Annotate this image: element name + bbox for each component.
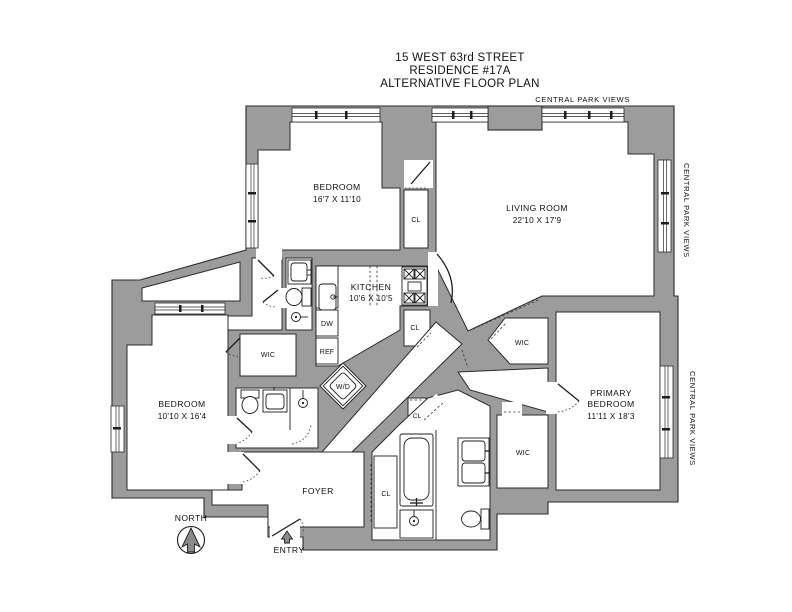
room-corridor [320,321,463,453]
windows [110,107,674,459]
opening-kitchen-living [428,252,438,306]
opening-bath-small [278,288,288,308]
room-wic-left [239,333,297,377]
toilet-bowl-icon [241,396,259,414]
entry-arrow-icon [280,530,294,544]
bathtub-icon [399,433,434,507]
room-wic-primary-top [487,317,549,365]
double-vanity-icon [457,437,490,487]
opening-bedroom-left-foyer [227,452,244,484]
vanity-sink-icon [287,259,312,285]
doors [225,161,580,537]
primary-bedroom-label-1: PRIMARY [590,388,632,398]
wic-primary-top-label: WIC [515,340,529,347]
north-label: NORTH [175,513,207,523]
closet-kitchen-label: CL [410,325,419,332]
opening-wic-primary-bottom [502,402,522,418]
bath-left-fixtures [240,387,312,445]
primary-bedroom-dims: 11'11 X 18'3 [587,412,635,421]
kitchen-dims: 10'6 X 10'5 [349,294,393,303]
dishwasher-box [315,309,339,337]
closet-bath-label: CL [413,413,422,420]
entry-label: ENTRY [274,545,305,555]
room-living [435,121,655,332]
exterior-notch [141,261,241,302]
dishwasher-label: DW [321,321,333,328]
primary-bedroom-label-2: BEDROOM [587,399,634,409]
room-primary-bedroom [555,311,661,491]
bedroom-top-dims: 16'7 X 11'10 [313,195,361,204]
living-room-dims: 22'10 X 17'9 [513,216,562,225]
shower-stall-icon [399,509,434,539]
wic-primary-bottom-label: WIC [516,450,530,457]
stove-icon [401,266,428,306]
vanity-sink-icon [262,389,288,413]
closet-foyer-label: CL [381,491,390,498]
title-line-1: 15 WEST 63rd STREET [395,52,524,64]
room-bedroom-top [257,121,401,251]
opening-primary-bath [412,394,446,424]
bedroom-top-label: BEDROOM [313,182,360,192]
central-park-views-right-upper: CENTRAL PARK VIEWS [682,163,691,258]
entry-marker: ENTRY [274,530,305,555]
north-arrow-icon [181,526,201,553]
washer-dryer-label: W/D [336,384,350,391]
toilet-tank-icon [480,508,490,530]
foyer-label: FOYER [302,486,334,496]
north-compass: NORTH [175,513,207,555]
toilet-bowl-icon [285,288,303,306]
bath-small-fixtures [285,259,312,322]
toilet-bowl-icon [461,510,481,528]
kitchen-label: KITCHEN [351,282,392,292]
primary-bath-fixtures [373,430,490,540]
room-closet-top [403,189,429,249]
opening-primary-door [546,382,558,414]
opening-entry [270,524,300,539]
central-park-views-top: CENTRAL PARK VIEWS [535,95,630,104]
washer-dryer-icon [322,365,364,407]
room-wic-primary-bottom [496,414,549,489]
bedroom-left-dims: 10'10 X 16'4 [158,412,207,421]
living-room-label: LIVING ROOM [506,203,568,213]
bath-closet-box [373,455,398,529]
refrigerator-box [315,337,339,365]
column-block [487,105,543,131]
bedroom-left-label: BEDROOM [158,399,205,409]
closet-top-label: CL [411,217,420,224]
refrigerator-label: REF [320,349,335,356]
toilet-tank-icon [301,287,312,307]
room-foyer [211,451,365,528]
opening-bath-left [227,416,238,444]
kitchen-fixtures [315,265,428,365]
wic-left-label: WIC [261,352,275,359]
title-line-2: RESIDENCE #17A [409,65,510,77]
central-park-views-right-lower: CENTRAL PARK VIEWS [688,371,697,466]
opening-bedroom-hall [256,248,282,260]
room-bedroom-left [126,314,229,491]
title-line-3: ALTERNATIVE FLOOR PLAN [380,78,540,90]
